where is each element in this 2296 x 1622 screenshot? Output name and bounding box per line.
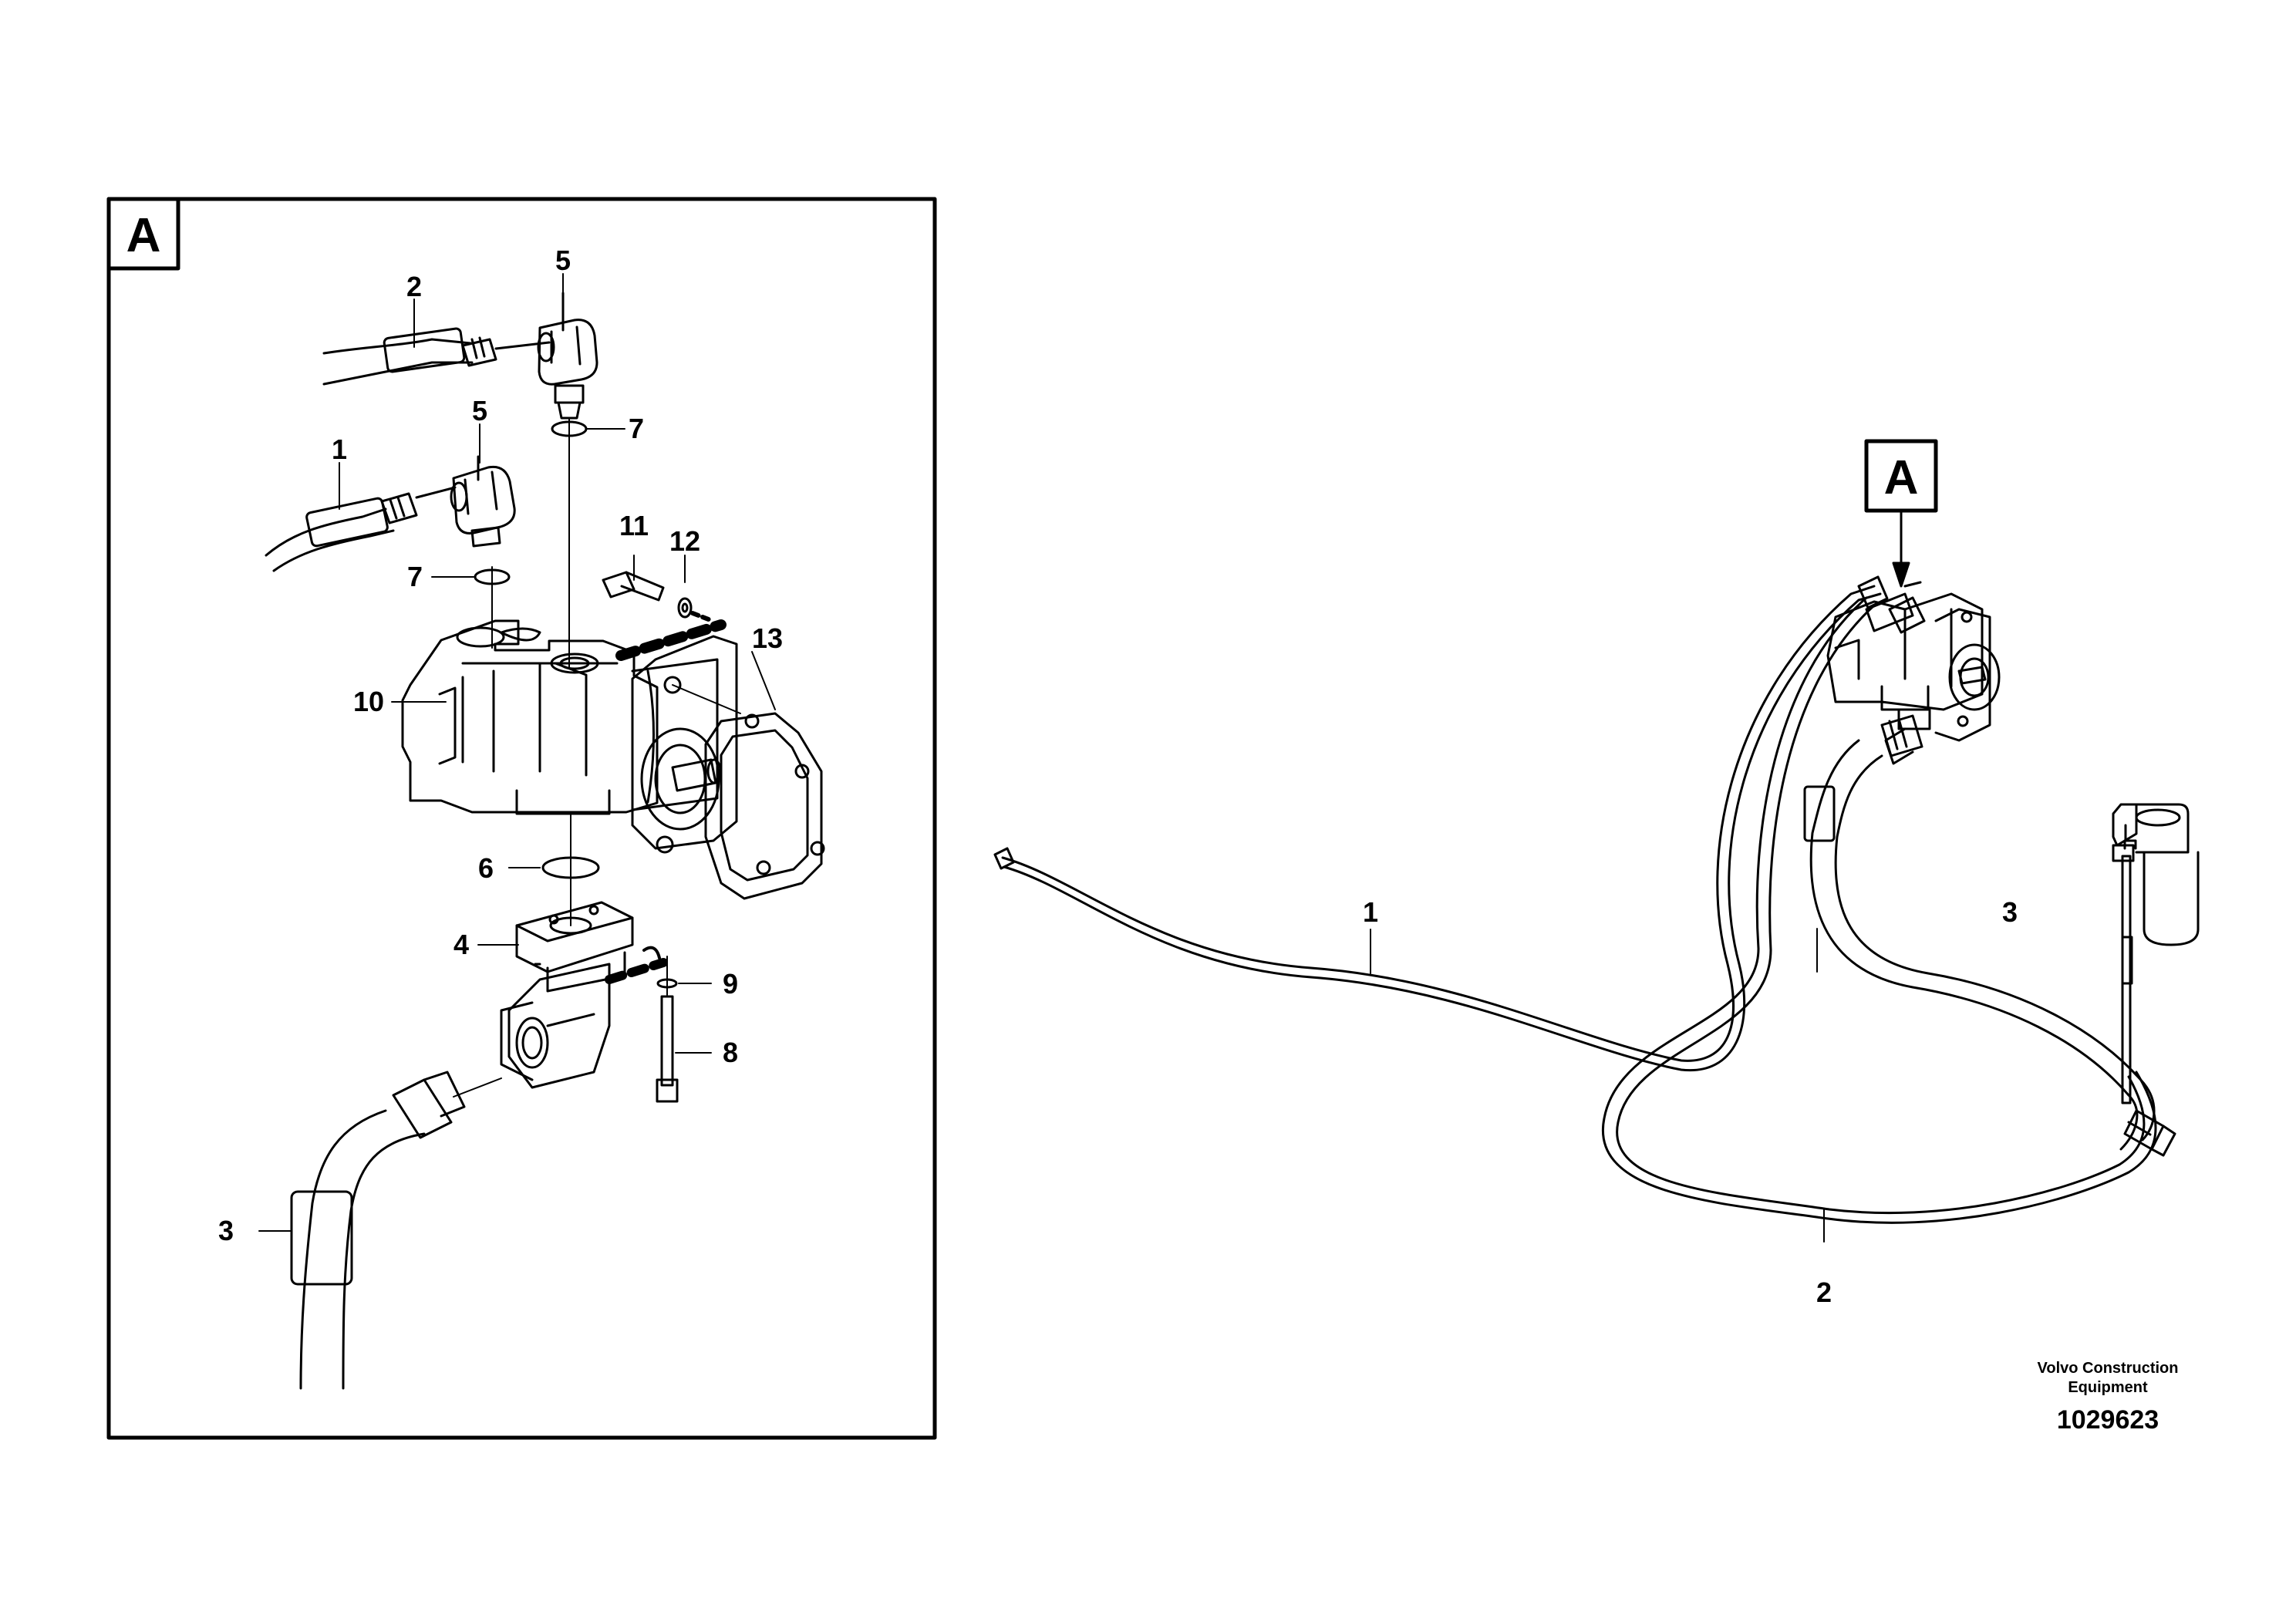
brand-line-2: Equipment [2068,1379,2148,1396]
angle-block [500,963,611,1089]
label-8-detail: 8 [723,1037,738,1068]
main-leaders [1370,928,1825,1243]
label-1-detail: 1 [332,433,347,465]
label-10-detail: 10 [353,686,384,717]
hose-1-main [993,585,1882,1072]
detail-leaders [258,273,776,1232]
label-1-main: 1 [1363,896,1378,928]
label-2-detail: 2 [406,271,422,302]
hose-3-main [1803,714,2156,1151]
label-5b-detail: 5 [472,395,487,427]
elbow-5a [537,292,598,420]
detail-frame [106,197,937,1440]
brand-line-1: Volvo Construction [2038,1360,2179,1377]
label-6-detail: 6 [478,852,494,884]
screw-11 [602,555,715,623]
elbow-5b [450,455,516,548]
dash-leader-11 [615,619,727,661]
hose-2-main [1601,596,2157,1224]
footer: Volvo Construction Equipment 1029623 [2038,1360,2179,1435]
flange-4 [515,901,634,993]
hose-3-fitting [2123,1109,2176,1157]
main-callout-letter: A [1884,451,1919,504]
gasket-13 [672,684,825,900]
label-5a-detail: 5 [555,244,571,276]
hose-3-detail [290,1071,502,1390]
sensor-main [2112,824,2137,1104]
label-7a-detail: 7 [629,413,644,444]
pump-10 [401,619,719,815]
detail-view-a: A [106,197,937,1440]
doc-number: 1029623 [2057,1405,2159,1435]
detail-letter: A [126,209,161,262]
label-3-detail: 3 [218,1215,234,1246]
hose-1-detail [265,486,457,572]
detail-letter-box [106,197,180,271]
label-4-detail: 4 [453,929,469,960]
label-7b-detail: 7 [407,561,423,592]
label-9-detail: 9 [723,968,738,1000]
label-3-main: 3 [2002,896,2018,928]
main-callout-a: A [1864,439,1938,588]
pump-flange [631,635,738,854]
hose-2-detail [322,327,551,386]
label-11-detail: 11 [619,510,649,541]
dash-leader-4 [605,958,668,984]
label-2-main: 2 [1816,1276,1832,1308]
main-labels: 1 3 2 [1363,896,2018,1308]
screw-8 [656,956,712,1103]
pump-main [1826,575,2001,765]
label-13-detail: 13 [752,622,783,654]
filter-main [2112,803,2200,946]
detail-labels: 2 5 7 5 1 11 12 7 13 10 6 4 9 8 3 [218,244,783,1246]
label-12-detail: 12 [669,525,700,557]
